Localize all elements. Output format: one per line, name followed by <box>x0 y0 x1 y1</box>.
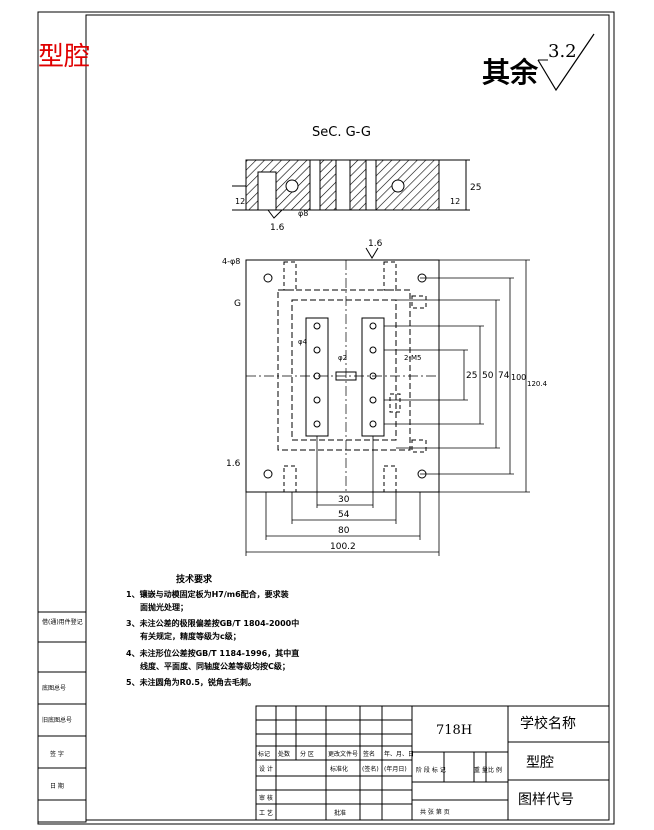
side-roughness: 1.6 <box>226 459 241 469</box>
strip-label: 日 期 <box>50 782 64 790</box>
m5-label: 2-M5 <box>404 354 421 362</box>
strip-label: 签 字 <box>50 750 64 758</box>
section-label: SeC. G-G <box>312 125 371 140</box>
tech-item: 5、未注圆角为R0.5，锐角去毛刺。 <box>126 677 256 687</box>
dim-25: 25 <box>466 371 477 381</box>
header-col: 签名 <box>363 750 375 758</box>
strip-label: 借(通)用件登记 <box>42 618 83 626</box>
dim-54: 54 <box>338 510 350 520</box>
approve-label: 批准 <box>334 809 346 817</box>
school-name: 学校名称 <box>520 715 576 732</box>
header-col: 更改文件号 <box>328 750 358 758</box>
phi2-label: φ2 <box>338 354 347 362</box>
title-block-text: 718H 学校名称 型腔 图样代号 标记 处数 分 区 更改文件号 签名 年、月… <box>258 715 576 817</box>
outer-frame <box>37 11 615 825</box>
tech-item: 1、镶嵌与动模固定板为H7/m6配合，要求装 <box>126 589 289 599</box>
tech-item: 有关规定，精度等级为c级； <box>140 631 241 642</box>
plan-view <box>245 259 440 493</box>
part-name: 型腔 <box>526 755 554 771</box>
stage-col: 阶 段 标 记 <box>416 766 446 774</box>
material: 718H <box>436 723 472 738</box>
section-height: 25 <box>470 183 481 193</box>
stage-col: 重 量 <box>474 766 488 774</box>
sheets-label: 共 张 第 页 <box>420 808 450 816</box>
plan-dim-labels: 30 54 80 100.2 25 50 74 100 120.4 1.6 1.… <box>222 239 548 552</box>
header-col: 标记 <box>258 750 270 758</box>
roughness-value: 3.2 <box>548 41 577 62</box>
tech-item: 面抛光处理； <box>140 602 188 613</box>
corner-title: 型腔 <box>38 42 90 72</box>
stage-col: 比 例 <box>488 766 502 774</box>
title-block <box>255 705 610 821</box>
strip-label: 旧底图总号 <box>42 716 72 724</box>
section-view: 25 12 12 φ8 1.6 <box>232 159 481 233</box>
roughness-symbol: 其余 3.2 <box>482 33 595 92</box>
header-col: 分 区 <box>300 750 314 758</box>
tech-requirements: 技术要求 1、镶嵌与动模固定板为H7/m6配合，要求装 面抛光处理； 3、未注公… <box>126 573 299 687</box>
tech-item: 3、未注公差的极限偏差按GB/T 1804-2000中 <box>126 618 299 628</box>
drawing-code: 图样代号 <box>518 792 574 808</box>
row-label: 工 艺 <box>259 809 273 817</box>
header-col: 年、月、日 <box>384 750 414 758</box>
phi4-label: φ4 <box>298 338 308 346</box>
date-label: (年月日) <box>384 765 407 773</box>
row-label: 设 计 <box>259 765 273 773</box>
chamfer-label: 4-φ8 <box>222 257 240 266</box>
section-right-12: 12 <box>450 197 460 206</box>
top-roughness: 1.6 <box>368 239 383 249</box>
plan-dimensions <box>245 259 530 556</box>
dim-100: 100 <box>511 373 526 382</box>
dim-80: 80 <box>338 526 350 536</box>
left-strip: 借(通)用件登记 旧底图总号 底图总号 签 字 日 期 <box>37 611 87 823</box>
std-label: 标准化 <box>330 765 348 773</box>
row-label: 审 核 <box>259 794 273 802</box>
roughness-label: 其余 <box>482 56 539 89</box>
section-left-12: 12 <box>235 197 245 206</box>
dim-100-2: 100.2 <box>330 542 356 552</box>
sign-label: (签名) <box>362 765 379 773</box>
tech-title: 技术要求 <box>176 573 213 585</box>
strip-label: 底图总号 <box>42 684 66 692</box>
dim-120-4: 120.4 <box>527 380 548 388</box>
dim-30: 30 <box>338 495 350 505</box>
section-mark-g: G <box>234 299 241 309</box>
header-col: 处数 <box>278 750 290 758</box>
dim-50: 50 <box>482 371 494 381</box>
tech-item: 4、未注形位公差按GB/T 1184-1996，其中直 <box>126 648 299 658</box>
dim-74: 74 <box>498 371 510 381</box>
tech-item: 线度、平面度、同轴度公差等级均按C级； <box>140 661 290 672</box>
section-phi: φ8 <box>298 209 308 218</box>
section-roughness: 1.6 <box>270 223 285 233</box>
